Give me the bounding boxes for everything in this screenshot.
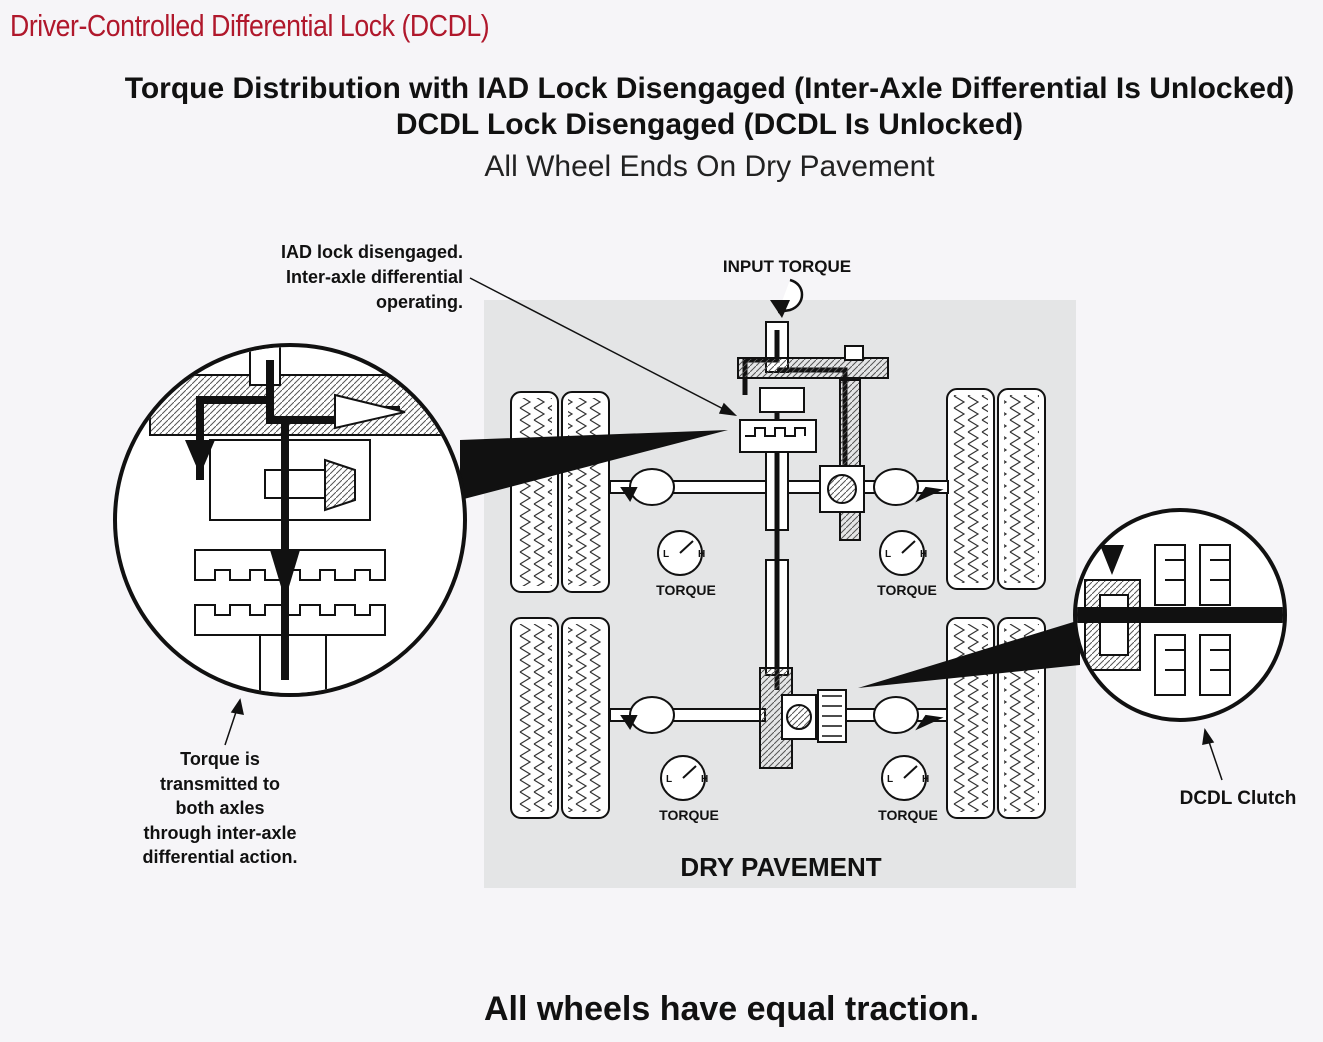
iad-callout-line-2: Inter-axle differential	[286, 267, 463, 287]
gauge-high-label: H	[701, 774, 708, 785]
input-torque-label: INPUT TORQUE	[723, 257, 851, 276]
gauge-high-label: H	[922, 774, 929, 785]
forward-differential	[737, 345, 889, 541]
page-title: Driver-Controlled Differential Lock (DCD…	[10, 8, 490, 43]
gauge-low-label: L	[887, 774, 893, 785]
iad-magnifier-pointer	[460, 430, 728, 500]
gauge-torque-label: TORQUE	[656, 582, 716, 598]
torque-callout-line-5: differential action.	[142, 847, 297, 867]
diagram-heading-line-2: DCDL Lock Disengaged (DCDL Is Unlocked)	[395, 108, 1024, 141]
torque-gauge-front-left	[657, 530, 703, 576]
dry-pavement-label: DRY PAVEMENT	[680, 852, 881, 882]
rear-differential	[759, 667, 847, 769]
rotation-arrows	[620, 468, 944, 734]
torque-gauge-rear-left	[660, 755, 706, 801]
torque-callout-line-2: transmitted to	[160, 774, 280, 794]
torque-gauge-front-right	[879, 530, 925, 576]
torque-callout-line-4: through inter-axle	[143, 823, 296, 843]
tire-rear-left	[510, 617, 610, 819]
gauge-low-label: L	[885, 549, 891, 560]
torque-gauge-rear-right	[881, 755, 927, 801]
gauge-torque-label: TORQUE	[659, 807, 719, 823]
footer-caption: All wheels have equal traction.	[483, 990, 980, 1028]
torque-callout-line-3: both axles	[175, 798, 264, 818]
torque-callout-line-1: Torque is	[180, 749, 260, 769]
gauge-torque-label: TORQUE	[877, 582, 937, 598]
input-torque-arrow-icon	[770, 278, 804, 318]
gauge-low-label: L	[666, 774, 672, 785]
iad-detail-magnifier	[113, 343, 467, 697]
gauge-high-label: H	[698, 549, 705, 560]
dcdl-magnifier-pointer	[858, 620, 1080, 688]
diagram-heading-line-1: Torque Distribution with IAD Lock Diseng…	[124, 72, 1295, 105]
gauge-high-label: H	[920, 549, 927, 560]
tire-front-right	[946, 388, 1046, 590]
iad-callout-line-3: operating.	[376, 292, 463, 312]
iad-callout-line-1: IAD lock disengaged.	[281, 242, 463, 262]
dcdl-detail-magnifier	[1073, 508, 1287, 722]
diagram-subheading: All Wheel Ends On Dry Pavement	[484, 150, 935, 183]
callout-leaders	[224, 277, 1223, 781]
dcdl-clutch-label: DCDL Clutch	[1180, 788, 1297, 809]
gauge-torque-label: TORQUE	[878, 807, 938, 823]
gauge-low-label: L	[663, 549, 669, 560]
